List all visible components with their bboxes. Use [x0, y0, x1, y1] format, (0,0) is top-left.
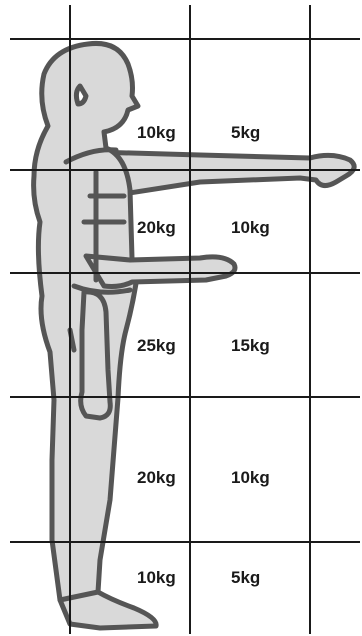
zone-2-inner-weight: 20kg: [137, 218, 176, 237]
zone-3-inner-weight: 25kg: [137, 336, 176, 355]
zone-4-outer-weight: 10kg: [231, 468, 270, 487]
zone-3-outer-weight: 15kg: [231, 336, 270, 355]
zone-5-inner-weight: 10kg: [137, 568, 176, 587]
weight-labels: 10kg 5kg 20kg 10kg 25kg 15kg 20kg 10kg 1…: [137, 123, 270, 587]
zone-4-inner-weight: 20kg: [137, 468, 176, 487]
zone-5-outer-weight: 5kg: [231, 568, 260, 587]
zone-1-inner-weight: 10kg: [137, 123, 176, 142]
standing-human-silhouette-icon: [34, 43, 355, 628]
zone-1-outer-weight: 5kg: [231, 123, 260, 142]
zone-2-outer-weight: 10kg: [231, 218, 270, 237]
